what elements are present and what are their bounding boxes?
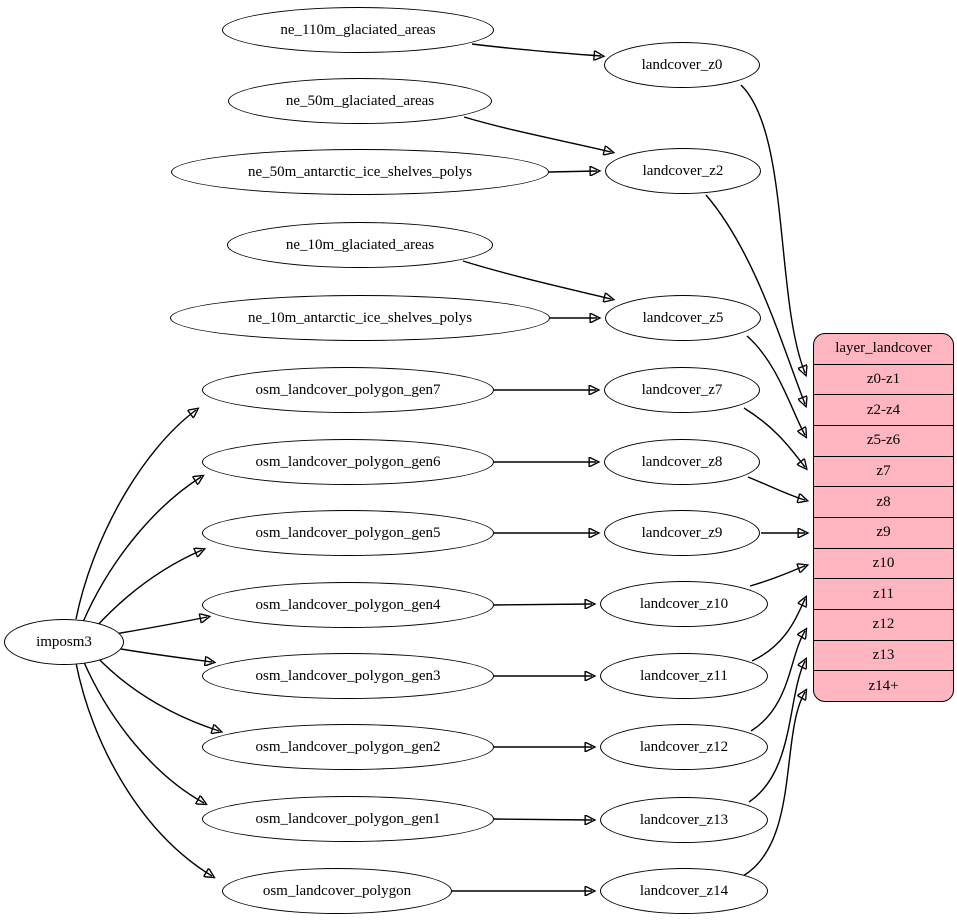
node-osm_landcover_polygon_gen6-label: osm_landcover_polygon_gen6 bbox=[255, 453, 441, 470]
edge-imposm3-osm_landcover_polygon_gen6 bbox=[82, 477, 201, 623]
node-landcover_z7: landcover_z7 bbox=[604, 367, 760, 413]
edge-ne_50m_glaciated_areas-landcover_z2 bbox=[463, 116, 611, 152]
node-osm_landcover_polygon: osm_landcover_polygon bbox=[222, 868, 452, 914]
node-layer_landcover: layer_landcover z0-z1 z2-z4 z5-z6 z7 z8 … bbox=[813, 333, 954, 702]
node-osm_landcover_polygon_gen1-label: osm_landcover_polygon_gen1 bbox=[255, 810, 441, 827]
node-landcover_z8-label: landcover_z8 bbox=[641, 453, 723, 470]
edge-landcover_z2-layer_landcover-z2-z4 bbox=[705, 194, 805, 404]
node-landcover_z0: landcover_z0 bbox=[604, 42, 760, 88]
node-landcover_z10: landcover_z10 bbox=[600, 581, 768, 627]
node-landcover_z11-label: landcover_z11 bbox=[640, 667, 728, 684]
layer_landcover-row-z5-z6: z5-z6 bbox=[814, 425, 953, 456]
layer_landcover-row-z11: z11 bbox=[814, 578, 953, 609]
node-landcover_z10-label: landcover_z10 bbox=[639, 595, 729, 612]
edge-imposm3-osm_landcover_polygon_gen3 bbox=[114, 647, 212, 662]
layer_landcover-row-z12: z12 bbox=[814, 609, 953, 640]
edge-imposm3-osm_landcover_polygon_gen2 bbox=[94, 654, 219, 731]
node-landcover_z9-label: landcover_z9 bbox=[641, 524, 723, 541]
node-osm_landcover_polygon_gen7-label: osm_landcover_polygon_gen7 bbox=[255, 381, 441, 398]
node-osm_landcover_polygon_gen2-label: osm_landcover_polygon_gen2 bbox=[255, 738, 441, 755]
layer_landcover-row-z10: z10 bbox=[814, 547, 953, 579]
node-landcover_z14: landcover_z14 bbox=[600, 868, 768, 914]
edge-imposm3-osm_landcover_polygon bbox=[75, 662, 212, 876]
node-osm_landcover_polygon_gen7: osm_landcover_polygon_gen7 bbox=[202, 367, 494, 413]
node-osm_landcover_polygon_gen4-label: osm_landcover_polygon_gen4 bbox=[255, 596, 441, 613]
node-ne_110m_glaciated_areas-label: ne_110m_glaciated_areas bbox=[280, 21, 436, 38]
node-landcover_z2-label: landcover_z2 bbox=[642, 162, 724, 179]
node-osm_landcover_polygon_gen3: osm_landcover_polygon_gen3 bbox=[202, 653, 494, 699]
layer_landcover-row-z0-z1: z0-z1 bbox=[814, 363, 953, 395]
node-imposm3: imposm3 bbox=[4, 619, 124, 665]
node-landcover_z12-label: landcover_z12 bbox=[639, 738, 729, 755]
edge-ne_110m_glaciated_areas-landcover_z0 bbox=[471, 43, 601, 56]
layer_landcover-row-z7: z7 bbox=[814, 455, 953, 487]
node-landcover_z5: landcover_z5 bbox=[605, 295, 761, 341]
edge-imposm3-osm_landcover_polygon_gen4 bbox=[114, 617, 207, 635]
node-ne_10m_glaciated_areas: ne_10m_glaciated_areas bbox=[227, 222, 493, 268]
layer_landcover-row-z9: z9 bbox=[814, 517, 953, 548]
node-ne_50m_glaciated_areas-label: ne_50m_glaciated_areas bbox=[285, 92, 435, 109]
edge-landcover_z10-layer_landcover-z10 bbox=[749, 566, 805, 587]
layer_landcover-row-z2-z4: z2-z4 bbox=[814, 394, 953, 425]
node-osm_landcover_polygon_gen2: osm_landcover_polygon_gen2 bbox=[202, 724, 494, 770]
edge-landcover_z0-layer_landcover-z0-z1 bbox=[740, 84, 805, 373]
node-ne_10m_antarctic_ice_shelves_polys-label: ne_10m_antarctic_ice_shelves_polys bbox=[247, 309, 473, 326]
node-landcover_z5-label: landcover_z5 bbox=[642, 309, 724, 326]
node-landcover_z0-label: landcover_z0 bbox=[641, 56, 723, 73]
edge-landcover_z5-layer_landcover-z5-z6 bbox=[746, 335, 805, 435]
edge-osm_landcover_polygon_gen4-landcover_z10 bbox=[493, 604, 592, 605]
edge-landcover_z14-layer_landcover-z14plus bbox=[742, 692, 805, 877]
layer_landcover-row-z14plus: z14+ bbox=[814, 670, 953, 701]
node-ne_10m_antarctic_ice_shelves_polys: ne_10m_antarctic_ice_shelves_polys bbox=[170, 295, 550, 341]
node-imposm3-label: imposm3 bbox=[36, 633, 92, 650]
edge-landcover_z11-layer_landcover-z11 bbox=[751, 599, 805, 662]
edge-osm_landcover_polygon_gen1-landcover_z13 bbox=[493, 819, 592, 820]
layer_landcover-title: layer_landcover bbox=[835, 340, 932, 357]
layer_landcover-row-z8: z8 bbox=[814, 486, 953, 517]
node-ne_50m_antarctic_ice_shelves_polys-label: ne_50m_antarctic_ice_shelves_polys bbox=[247, 163, 473, 180]
node-osm_landcover_polygon_gen5: osm_landcover_polygon_gen5 bbox=[202, 510, 494, 556]
layer_landcover-row-z13: z13 bbox=[814, 639, 953, 671]
node-landcover_z8: landcover_z8 bbox=[604, 439, 760, 485]
node-osm_landcover_polygon_gen3-label: osm_landcover_polygon_gen3 bbox=[255, 667, 441, 684]
node-osm_landcover_polygon_gen6: osm_landcover_polygon_gen6 bbox=[202, 439, 494, 485]
node-osm_landcover_polygon_gen4: osm_landcover_polygon_gen4 bbox=[202, 582, 494, 628]
node-ne_110m_glaciated_areas: ne_110m_glaciated_areas bbox=[222, 7, 494, 53]
edge-landcover_z12-layer_landcover-z12 bbox=[750, 631, 805, 732]
edge-landcover_z7-layer_landcover-z7 bbox=[743, 407, 805, 467]
edge-ne_10m_glaciated_areas-landcover_z5 bbox=[462, 260, 611, 299]
edge-imposm3-osm_landcover_polygon_gen7 bbox=[75, 410, 196, 620]
node-landcover_z14-label: landcover_z14 bbox=[639, 882, 729, 899]
node-ne_50m_antarctic_ice_shelves_polys: ne_50m_antarctic_ice_shelves_polys bbox=[171, 149, 549, 195]
node-landcover_z9: landcover_z9 bbox=[604, 510, 760, 556]
node-osm_landcover_polygon-label: osm_landcover_polygon bbox=[262, 882, 412, 899]
node-ne_10m_glaciated_areas-label: ne_10m_glaciated_areas bbox=[285, 236, 435, 253]
node-landcover_z11: landcover_z11 bbox=[600, 653, 768, 699]
edge-imposm3-osm_landcover_polygon_gen1 bbox=[82, 659, 204, 803]
edge-imposm3-osm_landcover_polygon_gen5 bbox=[94, 550, 202, 629]
node-ne_50m_glaciated_areas: ne_50m_glaciated_areas bbox=[228, 78, 492, 124]
node-landcover_z2: landcover_z2 bbox=[605, 148, 761, 194]
edge-landcover_z8-layer_landcover-z8 bbox=[747, 476, 805, 500]
node-osm_landcover_polygon_gen5-label: osm_landcover_polygon_gen5 bbox=[255, 524, 441, 541]
node-landcover_z7-label: landcover_z7 bbox=[641, 381, 723, 398]
node-landcover_z13-label: landcover_z13 bbox=[639, 811, 729, 828]
node-landcover_z12: landcover_z12 bbox=[600, 724, 768, 770]
node-landcover_z13: landcover_z13 bbox=[600, 797, 768, 843]
edge-landcover_z13-layer_landcover-z13 bbox=[748, 661, 805, 803]
node-osm_landcover_polygon_gen1: osm_landcover_polygon_gen1 bbox=[202, 796, 494, 842]
edge-ne_50m_antarctic_ice_shelves_polys-landcover_z2 bbox=[548, 171, 597, 172]
